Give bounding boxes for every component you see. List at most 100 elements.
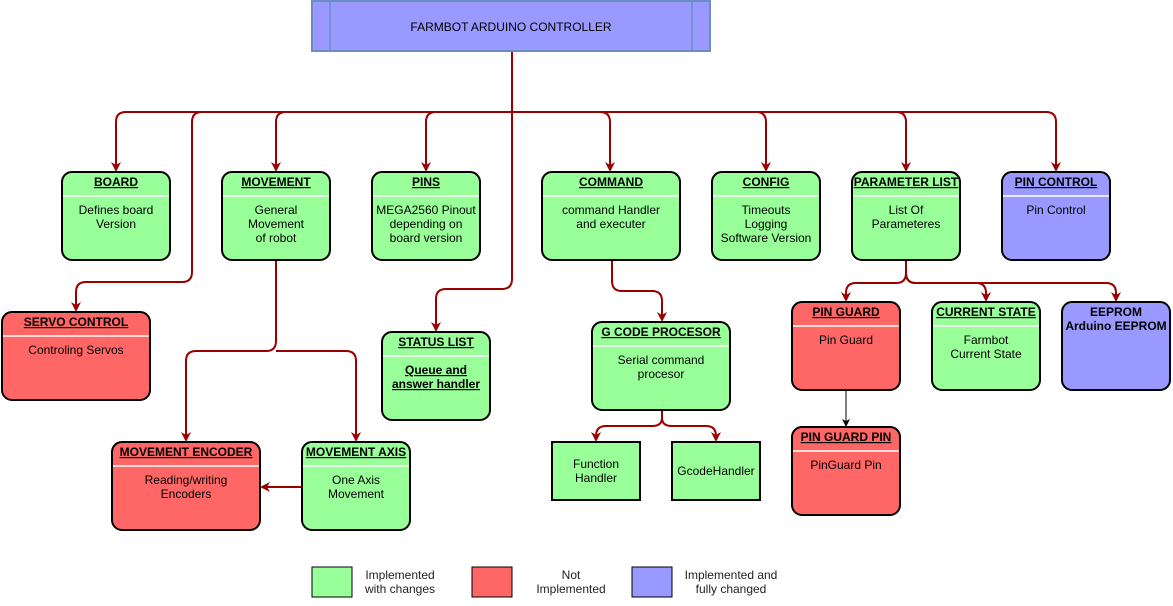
root-title: FARMBOT ARDUINO CONTROLLER [410,20,611,34]
node-title-movement: MOVEMENT [241,175,311,189]
node-line-function-handler-1: Handler [575,471,617,485]
node-line-gcode-handler-0: GcodeHandler [677,464,754,478]
legend-text-implemented_with_changes-1: with changes [364,582,435,596]
connector-command-to-gcode [611,260,667,322]
node-line-movement-2: of robot [256,231,297,245]
node-title-servo-control: SERVO CONTROL [24,315,128,329]
node-box-gcode-procesor [591,321,731,411]
node-title-config: CONFIG [743,175,790,189]
node-line-function-handler-0: Function [573,457,619,471]
node-box-parameter-list [851,171,961,261]
node-line-current-state-1: Current State [950,347,1022,361]
node-line-movement-encoder-1: Encoders [161,487,212,501]
node-line-movement-axis-0: One Axis [332,473,380,487]
node-title-pin-control: PIN CONTROL [1015,175,1098,189]
node-box-movement-axis [301,441,411,531]
connector-param-to-eeprom [905,260,1121,302]
node-title-gcode-procesor: G CODE PROCESOR [601,325,721,339]
node-line-command-0: command Handler [562,203,660,217]
node-line-movement-axis-1: Movement [328,487,385,501]
node-box-pin-control [1001,171,1111,261]
node-box-servo-control [1,311,151,401]
root-box [311,0,711,52]
node-line-movement-encoder-0: Reading/writing [145,473,228,487]
connector-root-to-parameter-list [512,111,911,172]
connector-root-to-command [512,111,615,172]
node-line-parameter-list-0: List Of [889,203,924,217]
node-line-gcode-procesor-1: procesor [638,367,685,381]
node-title-movement-encoder: MOVEMENT ENCODER [120,445,253,459]
connector-root-to-pin-control [512,111,1061,172]
node-title-pin-guard-pin: PIN GUARD PIN [801,430,892,444]
node-box-board [61,171,171,261]
node-line-current-state-0: Farmbot [964,333,1009,347]
connector-gcode-to-function [591,410,663,442]
node-box-movement-encoder [111,441,261,531]
node-line-gcode-procesor-0: Serial command [618,353,705,367]
connector-root-to-servo-control [71,111,512,312]
root-node: FARMBOT ARDUINO CONTROLLER [311,0,711,52]
node-line-config-1: Logging [745,217,788,231]
node-line-status-list-0: Queue and [405,363,467,377]
connector-gcode-to-gcodehandler [661,410,721,442]
legend-swatch-implemented_with_changes [311,566,353,598]
node-box-pins [371,171,481,261]
node-box-pin-guard-pin [791,426,901,516]
node-line-status-list-1: answer handler [392,377,480,391]
node-box-status-list [381,331,491,421]
node-line-config-0: Timeouts [742,203,791,217]
node-line-board-0: Defines board [79,203,154,217]
node-line-servo-control-0: Controling Servos [28,343,123,357]
connector-movement-to-axis [276,350,361,442]
legend-text-not_implemented-1: Implemented [536,582,605,596]
node-line-movement-0: General [255,203,298,217]
legend-text-not_implemented-0: Not [562,568,581,582]
node-title-command: COMMAND [579,175,643,189]
node-box-config [711,171,821,261]
node-line-pin-guard-pin-0: PinGuard Pin [810,458,881,472]
node-box-eeprom [1061,301,1171,391]
node-line-board-1: Version [96,217,136,231]
node-title-pins: PINS [412,175,440,189]
node-line-command-1: and executer [576,217,645,231]
legend-text-implemented_with_changes-0: Implemented [365,568,434,582]
legend-text-implemented_fully_changed-1: fully changed [696,582,767,596]
node-line-movement-1: Movement [248,217,305,231]
connector-root-to-pins [421,111,512,172]
node-line-parameter-list-1: Parameteres [872,217,941,231]
node-box-movement [221,171,331,261]
node-line-pins-2: board version [390,231,463,245]
connector-root-to-board [111,52,513,172]
node-line-pins-0: MEGA2560 Pinout [376,203,476,217]
connector-root-to-movement [271,111,512,172]
node-box-function-handler [551,441,641,501]
connector-param-to-current-state [905,260,991,302]
node-box-current-state [931,301,1041,391]
node-pin-guard-pin: PIN GUARD PIN PinGuard Pin [791,426,901,516]
node-line-eeprom-0: EEPROM [1090,305,1142,319]
node-line-config-2: Software Version [721,231,812,245]
node-line-eeprom-1: Arduino EEPROM [1065,319,1166,333]
node-line-pin-guard-0: Pin Guard [819,333,873,347]
node-servo-control: SERVO CONTROL Controling Servos [1,311,151,401]
connector-root-to-config [512,111,771,172]
node-gcode-handler: GcodeHandler [671,441,761,501]
connector-movement-to-encoder [181,260,277,442]
